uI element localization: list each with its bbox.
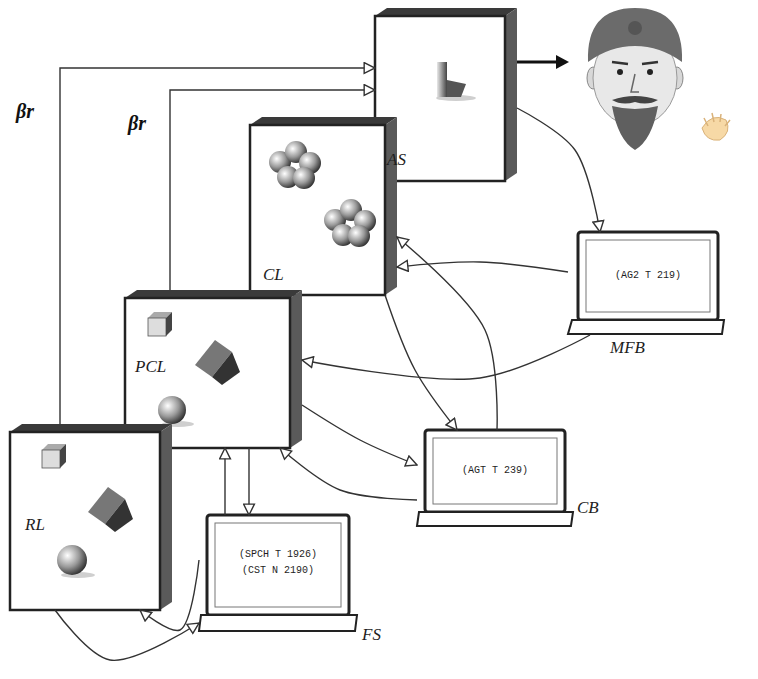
person-figure-part [612,106,658,150]
monitor-mfb-part [586,240,710,312]
cube-as-part [505,8,517,181]
connector-arrow [248,448,249,515]
cube-pcl-part [212,352,240,385]
node-label: PCL [135,357,166,377]
cube-node: PCL [125,290,302,448]
connector-arrow [517,108,600,232]
cube-rl-part [42,450,60,468]
screen-text: (SPCH T 1926) [215,549,341,560]
monitor-fs-part [215,523,341,607]
output-arrow-part [517,61,556,64]
cube-cl-part [348,225,370,247]
person-figure-part [704,113,730,126]
output-arrow [517,55,569,69]
monitor-fs [199,515,357,631]
cube-pcl-part [166,312,172,336]
cube-as-part [437,62,447,97]
monitor-cb-part [433,438,557,504]
node-label: CB [577,498,599,518]
cube-rl [10,424,172,610]
cube-rl-part [57,545,87,575]
monitor-fs-part [199,615,357,631]
person-figure-part [647,69,653,75]
cube-pcl-part [148,318,166,336]
connector-arrow [397,262,568,272]
cube-cl-part [385,117,397,295]
cube-cl [250,117,397,295]
cube-rl-part [105,499,133,532]
cube-pcl-part [158,396,186,424]
cube-as-part [447,80,466,97]
connector-arrow [302,405,417,465]
person-figure-part [628,21,642,35]
cube-cl-part [250,125,385,295]
cube-rl-part [160,424,172,610]
cube-node: RL [10,424,172,610]
connector-arrow [60,68,375,424]
node-label: MFB [610,338,645,358]
cube-cl-part [293,167,315,189]
monitor-mfb-part [578,232,718,320]
person-figure [587,8,730,150]
connector-arrow [140,560,199,631]
person-figure-part [588,8,682,62]
cube-as [375,8,517,181]
screen-text: (CST N 2190) [215,565,341,576]
monitor-mfb [568,232,724,334]
person-figure-part [631,74,639,92]
monitor-cb [417,430,573,526]
connector-arrow [280,448,417,500]
cube-pcl-part [290,290,302,448]
cube-rl-part [10,432,160,610]
monitor-cb-part [425,430,565,512]
cube-node: AS [375,8,517,181]
monitor-node: (AG2 T 219)MFB [568,232,722,335]
node-label: RL [25,515,45,535]
connector-arrow [170,90,375,290]
edge-label: βr [126,112,148,135]
monitor-cb-part [417,512,573,526]
node-label: CL [263,265,284,285]
output-arrow-part [556,55,569,69]
monitor-fs-part [207,515,349,615]
connector-arrow [302,335,590,379]
person-figure-part [612,96,658,104]
person-figure-part [617,69,623,75]
screen-text: (AGT T 239) [433,465,557,476]
person-figure-part [612,62,658,64]
cube-rl-part [60,444,66,468]
screen-text: (AG2 T 219) [586,270,710,281]
cube-node: CL [250,117,397,295]
node-label: FS [362,625,381,645]
monitor-mfb-part [568,320,724,334]
monitor-node: (SPCH T 1926)(CST N 2190)FS [199,515,357,631]
connector-arrow [55,610,199,660]
node-label: AS [387,150,406,170]
connector-arrow [397,237,497,430]
connector-arrow [385,295,457,430]
edge-label: βr [14,100,36,123]
cube-as-part [375,16,505,181]
connector-arrow [224,448,225,515]
monitor-node: (AGT T 239)CB [417,430,573,526]
